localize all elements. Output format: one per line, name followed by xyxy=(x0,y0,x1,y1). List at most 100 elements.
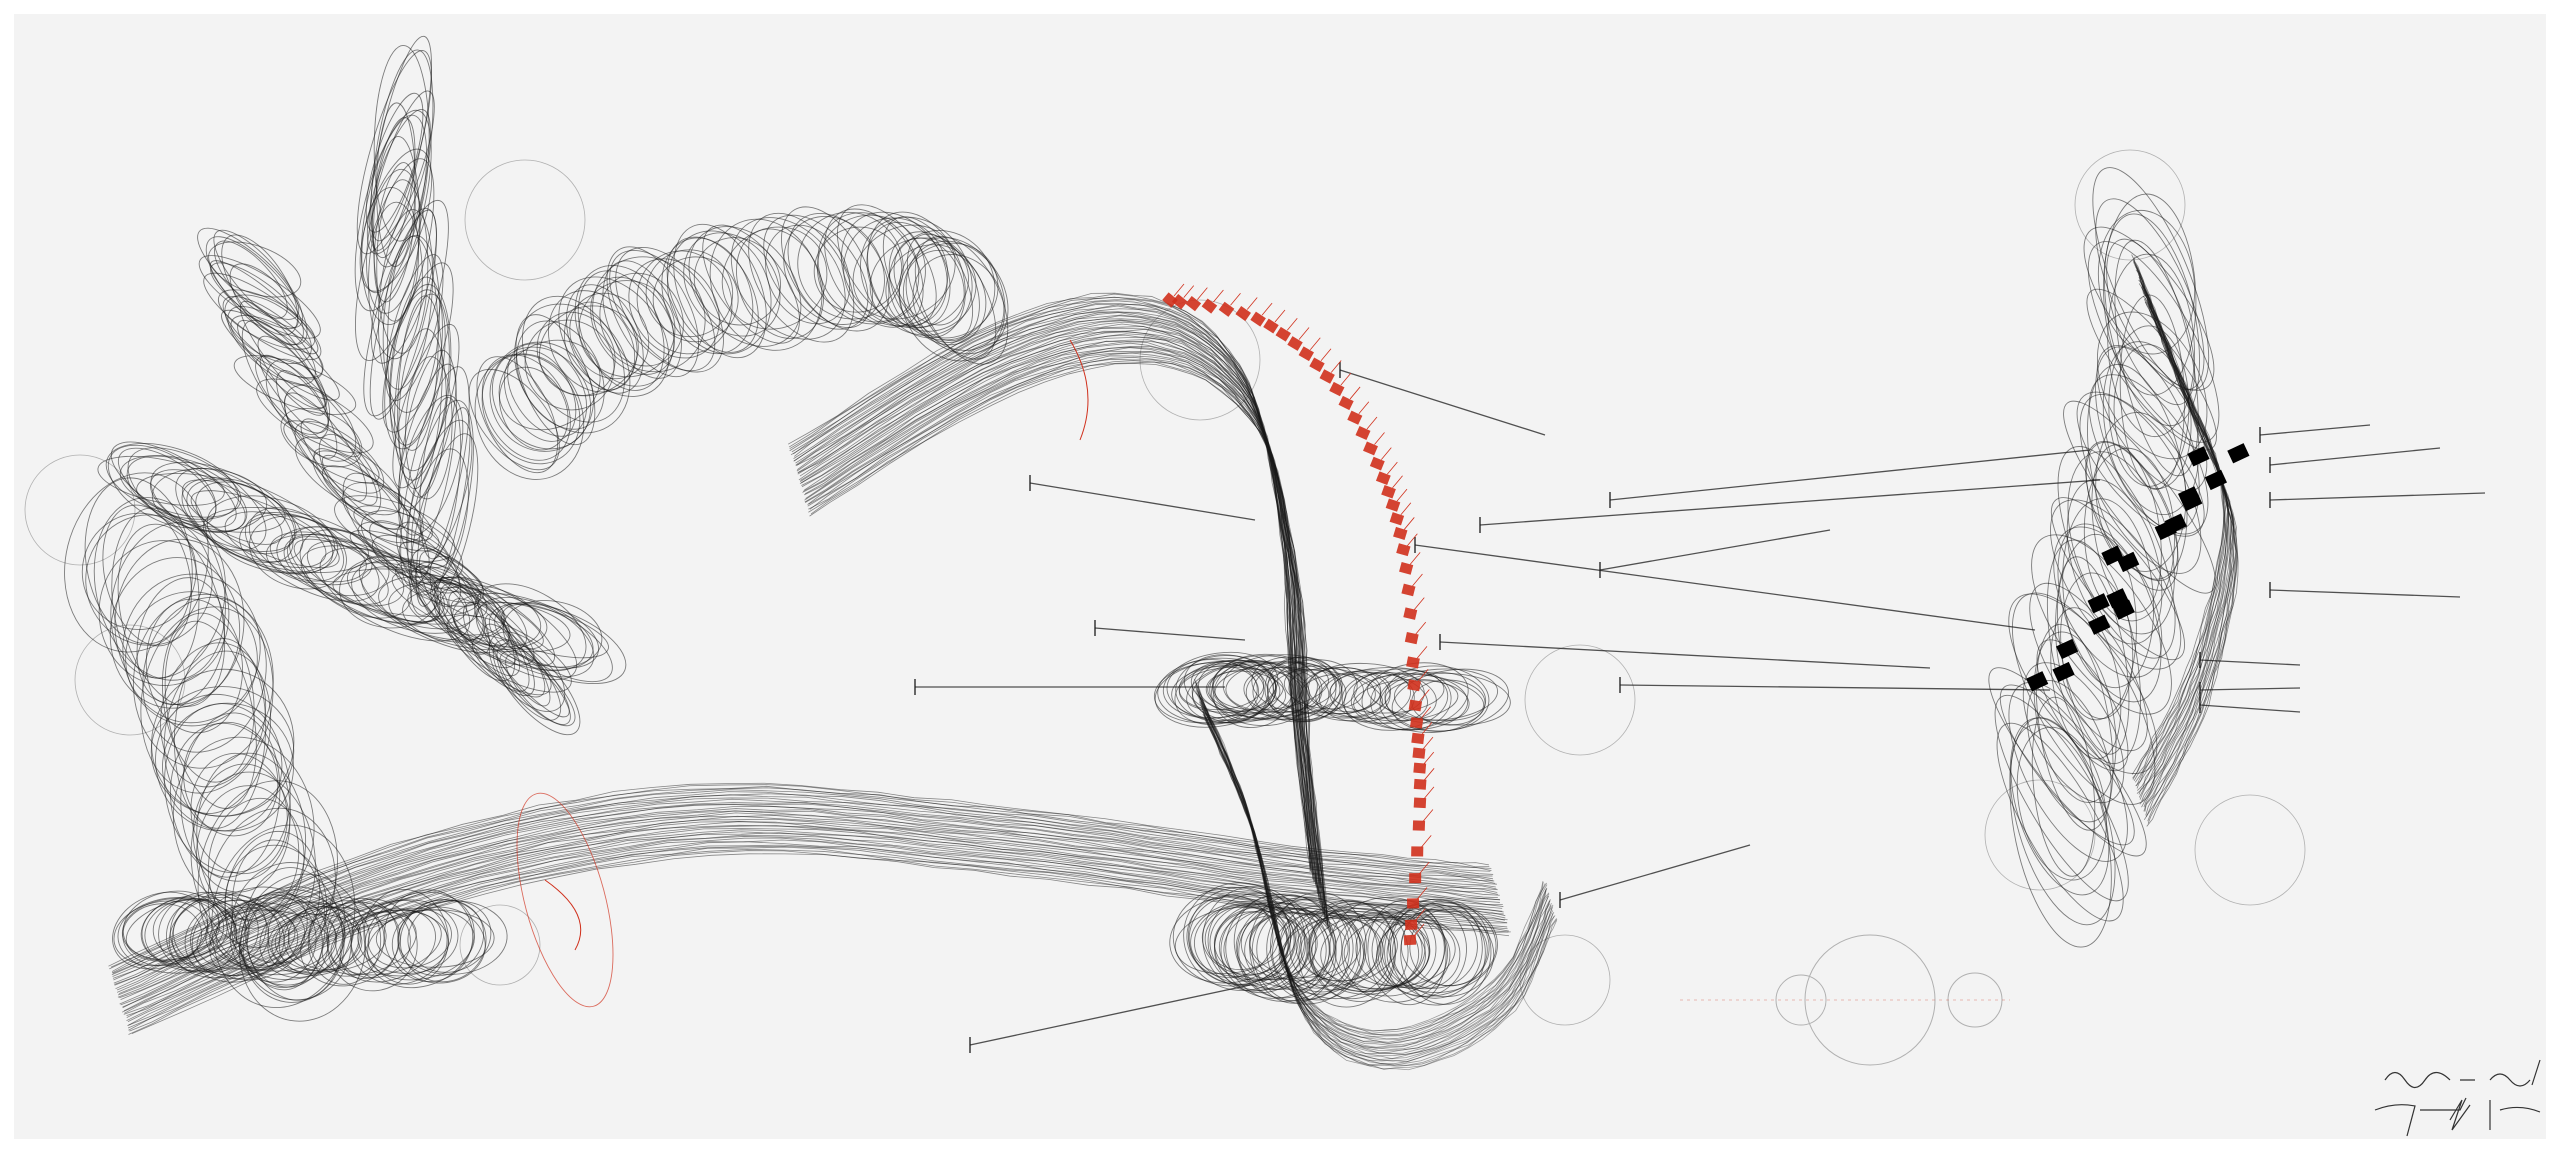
red-stem xyxy=(1422,736,1434,750)
red-stem xyxy=(1173,283,1185,297)
red-stem xyxy=(1413,597,1425,610)
black-block xyxy=(2204,469,2228,491)
ink-loop xyxy=(1249,912,1349,978)
red-stem xyxy=(1274,309,1286,323)
ink-loop xyxy=(2106,238,2196,406)
red-stem xyxy=(1423,768,1435,781)
ink-loop xyxy=(502,600,603,668)
ink-loop xyxy=(558,276,670,397)
ink-loop xyxy=(599,272,684,367)
ink-loop xyxy=(2096,345,2208,493)
red-mark xyxy=(1309,357,1325,373)
ink-loop xyxy=(2062,498,2155,689)
ink-loop xyxy=(2088,374,2209,535)
black-block xyxy=(2117,551,2140,573)
ink-loop xyxy=(481,354,571,461)
red-stem xyxy=(1330,360,1342,373)
ink-strand xyxy=(798,319,1319,892)
ink-strand xyxy=(112,797,1494,979)
guide-circles xyxy=(24,149,2306,1066)
ink-loop xyxy=(688,226,802,347)
red-stem xyxy=(1230,293,1241,306)
black-blocks xyxy=(2026,443,2250,692)
ink-loop xyxy=(577,270,665,391)
ink-strand xyxy=(123,828,1503,1012)
red-stem xyxy=(1309,337,1321,350)
ink-strand xyxy=(801,330,1321,904)
red-mark xyxy=(1218,301,1235,317)
guide-circle xyxy=(1775,974,1827,1026)
red-stem xyxy=(1392,475,1403,489)
ink-loop xyxy=(813,226,903,313)
ink-loop xyxy=(721,226,828,330)
ink-loop xyxy=(867,211,966,339)
ruled-line xyxy=(1619,684,2051,691)
red-mark xyxy=(1399,561,1414,575)
red-stem xyxy=(1366,416,1378,430)
black-block xyxy=(2164,513,2187,534)
ink-loop xyxy=(434,576,578,681)
ink-loop xyxy=(488,602,627,685)
ink-loop xyxy=(209,260,319,355)
red-mark xyxy=(1162,292,1178,308)
red-mark xyxy=(1413,797,1427,809)
ink-loop xyxy=(107,444,217,529)
ink-loop xyxy=(246,894,329,988)
ink-loop xyxy=(514,303,631,434)
black-block xyxy=(2088,614,2111,635)
ink-loop xyxy=(860,216,973,336)
ink-loop xyxy=(339,908,436,983)
ruled-line xyxy=(1414,544,2036,631)
ink-loop xyxy=(215,897,336,976)
red-stem xyxy=(1246,297,1258,310)
ink-loop xyxy=(388,581,506,641)
ink-loop xyxy=(1213,660,1292,728)
ink-loop xyxy=(2029,582,2148,752)
red-mark xyxy=(1408,699,1423,712)
ink-loop xyxy=(452,593,594,671)
ink-loop xyxy=(398,363,457,511)
ink-strand xyxy=(117,812,1500,996)
ink-strand xyxy=(112,791,1494,974)
red-stem xyxy=(1286,317,1298,331)
red-stem xyxy=(1320,348,1332,362)
ink-strand xyxy=(809,363,1331,936)
ink-loop xyxy=(173,638,267,829)
ink-strand xyxy=(110,784,1490,968)
ink-loop xyxy=(163,650,272,814)
red-stem xyxy=(1417,668,1429,682)
black-block xyxy=(2055,638,2079,660)
ink-loop xyxy=(322,465,433,541)
ink-loop xyxy=(217,289,316,350)
ink-loop xyxy=(312,450,409,530)
ink-loop xyxy=(136,577,225,706)
ink-loop xyxy=(1269,892,1367,1001)
ink-strand xyxy=(1201,707,1554,1060)
ink-loop xyxy=(1306,662,1425,719)
ink-loop xyxy=(111,507,200,679)
ink-loop xyxy=(1267,669,1347,721)
ink-loop xyxy=(628,258,720,359)
red-stem xyxy=(1415,621,1427,635)
ink-loop xyxy=(912,254,1005,351)
red-scribble xyxy=(1069,339,1089,441)
ink-strand xyxy=(1202,710,1554,1063)
ink-loop xyxy=(402,587,548,651)
red-mark xyxy=(1250,311,1266,327)
red-loop xyxy=(516,792,614,1008)
red-mark xyxy=(1409,717,1424,729)
ink-loop xyxy=(415,407,471,607)
ink-loop xyxy=(110,441,237,528)
ink-strand xyxy=(2146,305,2239,827)
ink-strand xyxy=(114,804,1496,986)
red-stem xyxy=(1420,706,1431,720)
ink-loop xyxy=(1209,659,1299,721)
ink-loop xyxy=(606,246,700,378)
ink-loop xyxy=(2063,400,2216,594)
ink-strand xyxy=(1196,693,1550,1045)
ink-loop xyxy=(1377,919,1451,990)
ink-loop xyxy=(300,545,445,624)
ink-loop xyxy=(1306,907,1420,995)
ink-strand xyxy=(807,355,1329,926)
